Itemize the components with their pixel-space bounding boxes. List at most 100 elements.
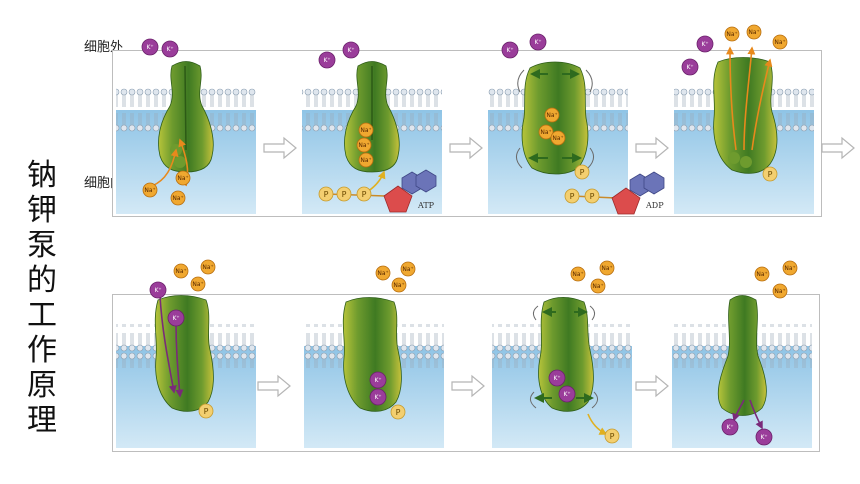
- ions-layer: K⁺K⁺K⁺K⁺K⁺K⁺K⁺K⁺Na⁺Na⁺Na⁺Na⁺Na⁺Na⁺Na⁺Na⁺…: [141, 24, 798, 446]
- sodium-ion: Na⁺: [746, 24, 762, 40]
- potassium-ion: K⁺: [696, 35, 714, 53]
- sodium-ion: Na⁺: [538, 124, 554, 140]
- potassium-ion: K⁺: [529, 33, 547, 51]
- adp-label: ADP: [645, 201, 664, 210]
- title-char: 理: [27, 403, 57, 438]
- sodium-ion: Na⁺: [724, 26, 740, 42]
- sodium-ion: Na⁺: [772, 283, 788, 299]
- potassium-ion: K⁺: [369, 371, 387, 389]
- potassium-ion-label: K⁺: [534, 39, 541, 46]
- phosphate-group: P: [318, 186, 334, 202]
- potassium-path-arrow: [749, 399, 763, 430]
- sodium-ion: Na⁺: [170, 190, 186, 206]
- pump-protein: [154, 295, 214, 412]
- phosphate-label: P: [580, 168, 585, 177]
- phosphate-group: P: [564, 188, 580, 204]
- sodium-ion: Na⁺: [200, 259, 216, 275]
- title-char: 原: [27, 368, 57, 403]
- sodium-ion: Na⁺: [375, 265, 391, 281]
- potassium-path-arrow: [175, 321, 184, 398]
- sodium-path-arrow: [151, 148, 179, 187]
- sodium-ion: Na⁺: [391, 277, 407, 293]
- sodium-ion-label: Na⁺: [358, 142, 369, 149]
- title-char: 钠: [27, 158, 57, 193]
- sodium-ion: Na⁺: [590, 278, 606, 294]
- pump-protein: [342, 297, 402, 412]
- phosphate-group: P: [584, 188, 600, 204]
- phosphate-group: P: [336, 186, 352, 202]
- sodium-ion-label: Na⁺: [144, 187, 155, 194]
- sodium-ion: Na⁺: [358, 152, 374, 168]
- sodium-ion: Na⁺: [754, 266, 770, 282]
- sodium-ion: Na⁺: [772, 34, 788, 50]
- sodium-ion-label: Na⁺: [572, 271, 583, 278]
- phosphate-label: P: [204, 407, 209, 416]
- sodium-ion-label: Na⁺: [192, 281, 203, 288]
- atp-molecule: ATP: [325, 169, 437, 213]
- title-char: 泵: [27, 228, 57, 263]
- phosphate-label: P: [396, 408, 401, 417]
- sodium-ion-label: Na⁺: [784, 265, 795, 272]
- sodium-ion-label: Na⁺: [726, 31, 737, 38]
- potassium-ion: K⁺: [721, 418, 739, 436]
- potassium-ion: K⁺: [161, 40, 179, 58]
- pump-protein: [717, 295, 767, 416]
- title-char: 作: [27, 333, 57, 368]
- phosphate-label: P: [610, 432, 615, 441]
- phosphate-label: P: [570, 192, 575, 201]
- sodium-ion: Na⁺: [400, 261, 416, 277]
- page-title: 钠 钾 泵 的 工 作 原 理: [22, 158, 62, 438]
- potassium-path-arrow: [732, 399, 745, 422]
- phosphate-label: P: [768, 170, 773, 179]
- sodium-ion: Na⁺: [173, 263, 189, 279]
- phosphate-label: P: [590, 192, 595, 201]
- sodium-ion-label: Na⁺: [552, 135, 563, 142]
- potassium-ion-label: K⁺: [323, 57, 330, 64]
- pump-protein: [344, 61, 400, 173]
- potassium-ion: K⁺: [167, 309, 185, 327]
- potassium-ion: K⁺: [318, 51, 336, 69]
- phosphate-group: P: [198, 403, 214, 419]
- potassium-ion: K⁺: [369, 388, 387, 406]
- step-arrow: [451, 374, 485, 398]
- potassium-ion-label: K⁺: [686, 64, 693, 71]
- sodium-ion-label: Na⁺: [377, 270, 388, 277]
- sodium-ion-label: Na⁺: [774, 39, 785, 46]
- phosphate-label: P: [362, 190, 367, 199]
- potassium-ion-label: K⁺: [374, 377, 381, 384]
- potassium-ion-label: K⁺: [726, 424, 733, 431]
- phosphate-group: P: [762, 166, 778, 182]
- potassium-ion-label: K⁺: [347, 47, 354, 54]
- sodium-ion-label: Na⁺: [540, 129, 551, 136]
- sodium-ion: Na⁺: [142, 182, 158, 198]
- step-arrow: [257, 374, 291, 398]
- sodium-ion-label: Na⁺: [748, 29, 759, 36]
- step-arrow: [263, 136, 297, 160]
- step-arrows: [257, 136, 855, 398]
- potassium-ion-label: K⁺: [506, 47, 513, 54]
- phosphate-group: P: [604, 428, 620, 444]
- step-arrow: [449, 136, 483, 160]
- sodium-ion-label: Na⁺: [601, 265, 612, 272]
- potassium-ion-label: K⁺: [172, 315, 179, 322]
- potassium-ion: K⁺: [755, 428, 773, 446]
- potassium-ion-label: K⁺: [563, 391, 570, 398]
- phosphate-label: P: [342, 190, 347, 199]
- potassium-ion: K⁺: [501, 41, 519, 59]
- sodium-path-arrow: [726, 46, 737, 151]
- sodium-ion-label: Na⁺: [756, 271, 767, 278]
- sodium-path-arrow: [743, 46, 756, 151]
- phosphate-group: P: [356, 186, 372, 202]
- phosphate-group: P: [574, 164, 590, 180]
- potassium-ion-label: K⁺: [146, 44, 153, 51]
- sodium-ion: Na⁺: [544, 107, 560, 123]
- sodium-ion: Na⁺: [599, 260, 615, 276]
- sodium-path-arrow: [751, 58, 773, 151]
- potassium-ion-label: K⁺: [760, 434, 767, 441]
- sodium-ion-label: Na⁺: [360, 157, 371, 164]
- sodium-ion: Na⁺: [356, 137, 372, 153]
- potassium-ion: K⁺: [149, 281, 167, 299]
- sodium-ion-label: Na⁺: [774, 288, 785, 295]
- phosphate-release-arrow: [587, 413, 608, 435]
